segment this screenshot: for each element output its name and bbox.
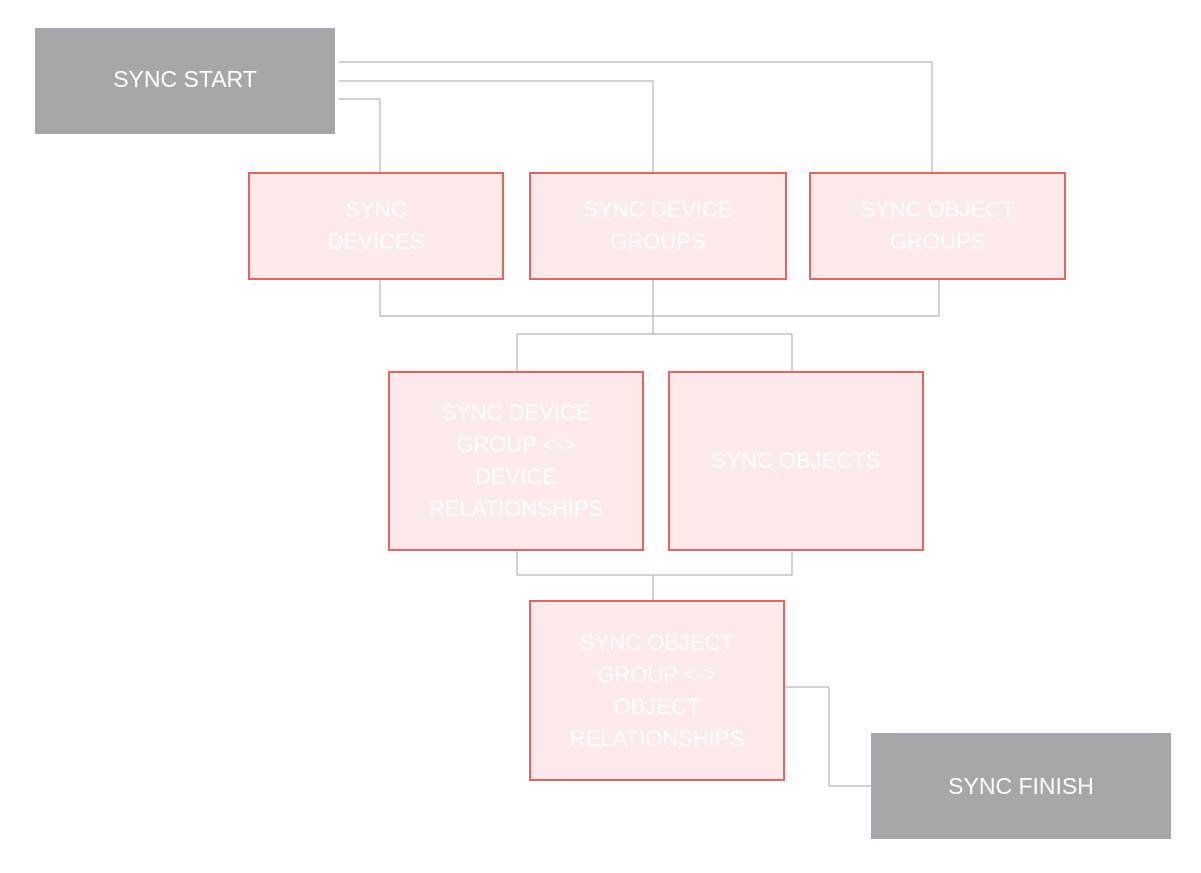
sync-objects-label: SYNC OBJECTS [711, 448, 881, 473]
sync-device-group-device-relationships-node: SYNC DEVICE GROUP <-> DEVICE RELATIONSHI… [388, 371, 644, 551]
sync-object-groups-label: SYNC OBJECT GROUPS [860, 197, 1015, 254]
sync-objects-node: SYNC OBJECTS [668, 371, 924, 551]
sync-start-node: SYNC START [35, 28, 335, 134]
sync-object-group-object-relationships-label: SYNC OBJECT GROUP <-> OBJECT RELATIONSHI… [569, 629, 745, 751]
sync-finish-node: SYNC FINISH [871, 733, 1171, 839]
sync-device-group-device-relationships-label: SYNC DEVICE GROUP <-> DEVICE RELATIONSHI… [428, 400, 604, 521]
sync-start-label: SYNC START [113, 65, 257, 92]
sync-devices-label: SYNC DEVICES [327, 197, 425, 254]
sync-object-group-object-relationships-node: SYNC OBJECT GROUP <-> OBJECT RELATIONSHI… [529, 600, 785, 781]
sync-object-groups-node: SYNC OBJECT GROUPS [809, 172, 1066, 280]
sync-device-groups-node: SYNC DEVICE GROUPS [529, 172, 787, 280]
sync-device-groups-label: SYNC DEVICE GROUPS [583, 197, 733, 254]
sync-finish-label: SYNC FINISH [948, 772, 1094, 799]
sync-devices-node: SYNC DEVICES [248, 172, 504, 280]
